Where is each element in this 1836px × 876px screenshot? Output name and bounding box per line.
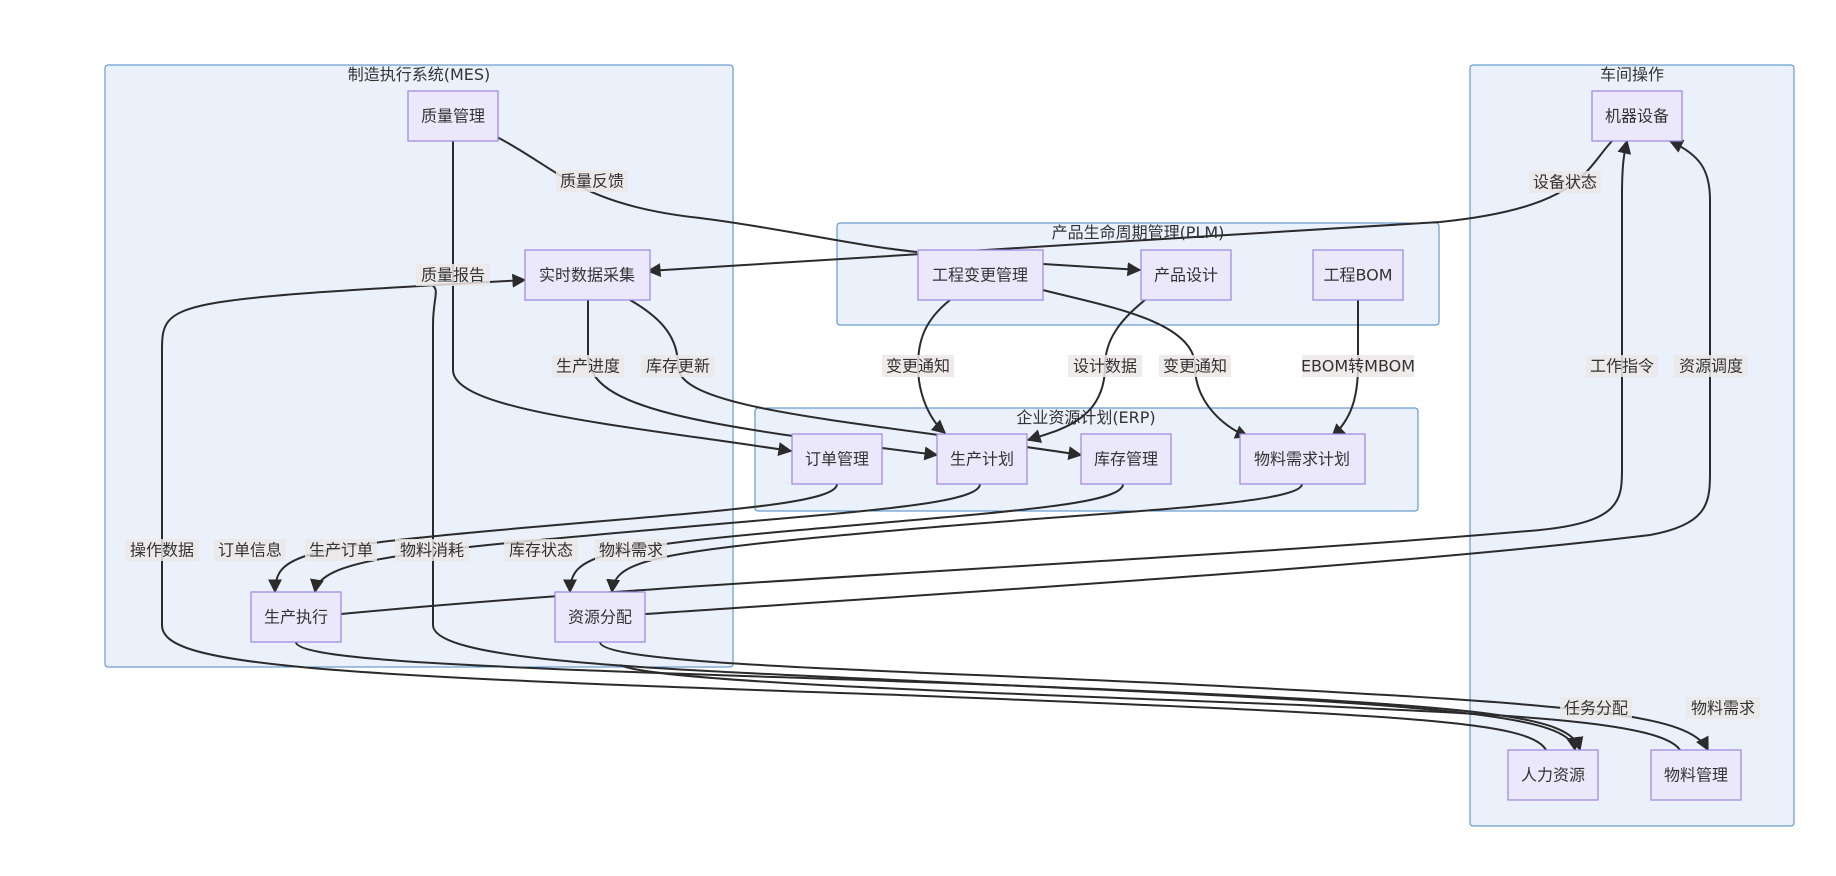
edge-change-notice-2 (1042, 289, 1250, 439)
cluster-erp-title: 企业资源计划(ERP) (1016, 408, 1155, 427)
edge-material-demand-2 (599, 641, 1709, 752)
edge-label-inventory-update-text: 库存更新 (646, 357, 710, 376)
node-resource-allocation[interactable]: 资源分配 (554, 591, 646, 643)
node-engineering-change-management-label: 工程变更管理 (932, 266, 1028, 285)
edge-label-task-assignment-text: 任务分配 (1564, 699, 1628, 718)
edge-label-inventory-update: 库存更新 (641, 355, 715, 377)
node-production-execution-label: 生产执行 (264, 608, 328, 627)
edge-material-consumption (431, 284, 1584, 752)
edge-label-design-data: 设计数据 (1068, 355, 1142, 377)
node-order-management-label: 订单管理 (805, 450, 869, 469)
edge-label-work-order: 工作指令 (1586, 355, 1658, 377)
node-engineering-bom-label: 工程BOM (1323, 266, 1392, 285)
edge-label-quality-feedback-text: 质量反馈 (560, 172, 624, 191)
cluster-shop-floor-title: 车间操作 (1600, 65, 1664, 84)
node-production-planning-label: 生产计划 (950, 450, 1014, 469)
edge-label-quality-report-text: 质量报告 (421, 266, 485, 285)
edge-label-device-status: 设备状态 (1529, 171, 1601, 193)
edge-label-quality-feedback: 质量反馈 (556, 170, 628, 192)
node-product-design[interactable]: 产品设计 (1140, 249, 1232, 301)
node-inventory-management-label: 库存管理 (1094, 450, 1158, 469)
edge-label-order-info-text: 订单信息 (218, 541, 282, 560)
node-material-requirements-planning-label: 物料需求计划 (1254, 450, 1350, 469)
edge-label-ebom-to-mbom: EBOM转MBOM (1301, 355, 1415, 377)
edge-label-change-notice-1: 变更通知 (882, 355, 954, 377)
cluster-shop-floor: 车间操作 (1469, 64, 1795, 827)
edge-quality-feedback (496, 136, 918, 253)
edge-label-order-info: 订单信息 (214, 539, 286, 561)
edge-inventory-status (563, 483, 1124, 594)
edge-label-production-progress-text: 生产进度 (556, 357, 620, 376)
edge-label-production-order-text: 生产订单 (309, 541, 373, 560)
edge-quality-report (452, 141, 793, 457)
node-human-resources-label: 人力资源 (1521, 766, 1585, 785)
edge-label-inventory-status-text: 库存状态 (509, 541, 573, 560)
node-order-management[interactable]: 订单管理 (791, 433, 883, 485)
edge-label-material-consumption: 物料消耗 (395, 539, 469, 561)
edge-label-material-demand-2-text: 物料需求 (1691, 699, 1755, 718)
edge-label-production-progress: 生产进度 (552, 355, 624, 377)
edge-label-device-status-text: 设备状态 (1533, 173, 1597, 192)
node-inventory-management[interactable]: 库存管理 (1080, 433, 1172, 485)
edge-eng-to-design (1042, 262, 1142, 277)
node-resource-allocation-label: 资源分配 (568, 608, 632, 627)
edge-task-assignment (295, 641, 1581, 752)
node-production-planning[interactable]: 生产计划 (936, 433, 1028, 485)
edge-resource-dispatch (644, 139, 1711, 615)
edge-label-material-demand-1: 物料需求 (595, 539, 667, 561)
edge-label-work-order-text: 工作指令 (1590, 357, 1654, 376)
edge-prod-order (310, 483, 981, 594)
cluster-mes-title: 制造执行系统(MES) (348, 65, 491, 84)
edge-label-production-order: 生产订单 (305, 539, 377, 561)
edge-label-ebom-to-mbom-text: EBOM转MBOM (1301, 357, 1415, 376)
node-product-design-label: 产品设计 (1154, 266, 1218, 285)
node-engineering-change-management[interactable]: 工程变更管理 (917, 249, 1044, 301)
node-material-management[interactable]: 物料管理 (1650, 749, 1742, 801)
edge-label-material-consumption-text: 物料消耗 (400, 541, 464, 560)
edge-operation-data (161, 273, 1547, 751)
node-quality-management[interactable]: 质量管理 (407, 90, 499, 142)
node-material-requirements-planning[interactable]: 物料需求计划 (1239, 433, 1366, 485)
node-realtime-data-collection[interactable]: 实时数据采集 (524, 249, 651, 301)
node-production-execution[interactable]: 生产执行 (250, 591, 342, 643)
edge-label-inventory-status: 库存状态 (504, 539, 578, 561)
edge-label-material-demand-1-text: 物料需求 (599, 541, 663, 560)
node-engineering-bom[interactable]: 工程BOM (1312, 249, 1404, 301)
edge-label-material-demand-2: 物料需求 (1686, 697, 1760, 719)
edge-label-task-assignment: 任务分配 (1560, 697, 1632, 719)
edge-label-change-notice-2-text: 变更通知 (1163, 357, 1227, 376)
edge-labels: 质量反馈 质量报告 设备状态 生产进度 库存更新 变更通知 设计数据 变更通知 (125, 170, 1760, 719)
node-machine-equipment-label: 机器设备 (1605, 107, 1669, 126)
cluster-plm-title: 产品生命周期管理(PLM) (1052, 223, 1225, 242)
edges (161, 136, 1711, 752)
edge-label-resource-dispatch-text: 资源调度 (1679, 357, 1743, 376)
node-machine-equipment[interactable]: 机器设备 (1591, 90, 1683, 142)
node-material-management-label: 物料管理 (1664, 766, 1728, 785)
edge-inventory-update (629, 299, 1083, 461)
edge-order-info (268, 483, 838, 594)
cluster-mes: 制造执行系统(MES) (104, 64, 734, 668)
edge-label-change-notice-1-text: 变更通知 (886, 357, 950, 376)
edge-work-order (340, 139, 1632, 615)
edge-label-resource-dispatch: 资源调度 (1674, 355, 1748, 377)
node-realtime-data-collection-label: 实时数据采集 (539, 266, 635, 285)
edge-label-change-notice-2: 变更通知 (1159, 355, 1231, 377)
edge-label-design-data-text: 设计数据 (1073, 357, 1137, 376)
node-quality-management-label: 质量管理 (421, 107, 485, 126)
edge-eng-to-material (619, 664, 1681, 751)
edge-label-operation-data: 操作数据 (125, 539, 199, 561)
edge-material-demand-1 (606, 483, 1303, 594)
node-human-resources[interactable]: 人力资源 (1507, 749, 1599, 801)
edge-label-quality-report: 质量报告 (416, 264, 490, 286)
edge-label-operation-data-text: 操作数据 (130, 541, 194, 560)
